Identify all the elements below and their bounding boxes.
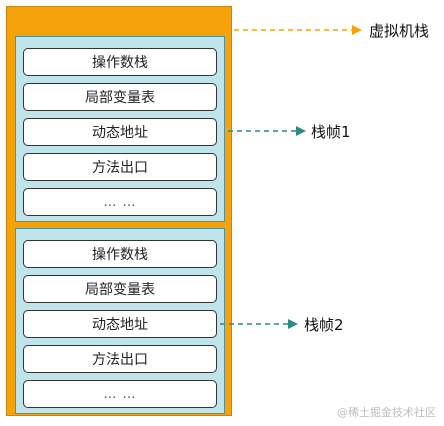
slot-method-exit: 方法出口 [23, 345, 217, 373]
watermark: @稀土掘金技术社区 [337, 406, 436, 419]
slot-ellipsis: … … [23, 188, 217, 216]
vm-stack-label: 虚拟机栈 [369, 22, 430, 40]
frame-1-arrow [228, 126, 306, 136]
frame-2-label: 栈帧2 [304, 316, 344, 334]
slot-local-variable-table: 局部变量表 [23, 83, 217, 111]
slot-operand-stack: 操作数栈 [23, 48, 217, 76]
vm-stack-arrow [234, 25, 362, 35]
slot-local-variable-table: 局部变量表 [23, 275, 217, 303]
frame-1-label: 栈帧1 [311, 123, 351, 141]
slot-dynamic-address: 动态地址 [23, 310, 217, 338]
stack-frame-2: 操作数栈 局部变量表 动态地址 方法出口 … … [15, 228, 225, 414]
slot-operand-stack: 操作数栈 [23, 240, 217, 268]
frame-2-arrow [220, 319, 298, 329]
slot-dynamic-address: 动态地址 [23, 118, 217, 146]
stack-frame-1: 操作数栈 局部变量表 动态地址 方法出口 … … [15, 36, 225, 222]
slot-ellipsis: … … [23, 380, 217, 408]
slot-method-exit: 方法出口 [23, 153, 217, 181]
